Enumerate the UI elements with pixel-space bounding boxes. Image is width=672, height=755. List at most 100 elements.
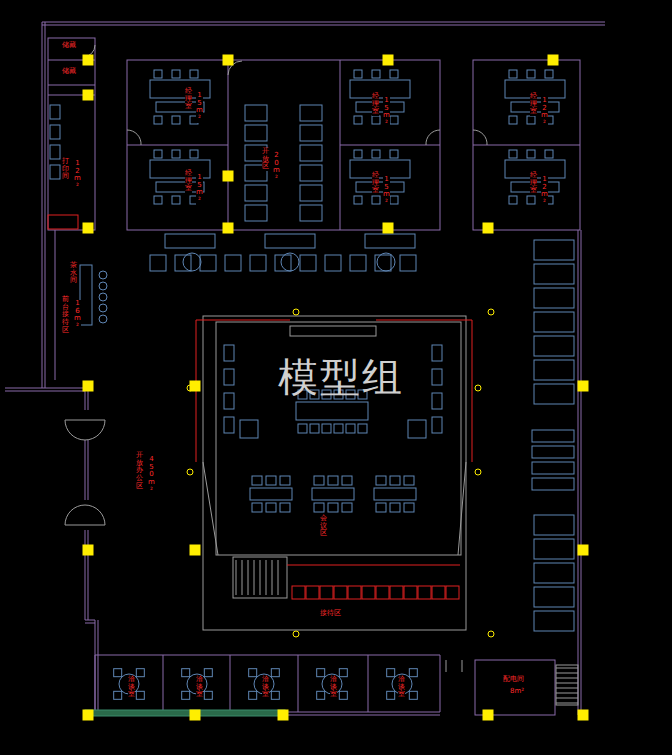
- display-cabinet: [418, 586, 431, 599]
- room: [475, 660, 555, 715]
- stool: [99, 315, 107, 323]
- chair: [527, 196, 535, 204]
- chair: [154, 150, 162, 158]
- chair: [390, 503, 400, 512]
- column-marker: [488, 309, 494, 315]
- display-cabinet: [446, 586, 459, 599]
- armchair: [240, 420, 258, 438]
- chair: [354, 196, 362, 204]
- display-cabinet: [292, 586, 305, 599]
- stair-step: [236, 560, 237, 595]
- stair-step: [278, 560, 279, 595]
- display-cabinet: [432, 586, 445, 599]
- column: [383, 55, 393, 65]
- room-label: 经理室: [530, 93, 537, 116]
- door: [127, 130, 141, 145]
- column-marker: [187, 469, 193, 475]
- room-label: 经理室: [185, 170, 192, 193]
- wall: [85, 440, 86, 500]
- chair: [310, 424, 319, 433]
- sofa: [534, 384, 574, 404]
- column: [190, 710, 200, 720]
- printer: [50, 105, 60, 119]
- wall: [98, 620, 99, 712]
- chair: [358, 424, 367, 433]
- chair: [266, 476, 276, 485]
- door: [65, 420, 105, 440]
- round-table: [377, 253, 395, 271]
- chair: [154, 196, 162, 204]
- chair: [317, 691, 325, 699]
- lounge-chair: [275, 255, 291, 271]
- column: [578, 545, 588, 555]
- wall: [95, 655, 440, 656]
- room-label: 开放区: [262, 148, 269, 171]
- wall: [127, 145, 228, 146]
- chair: [317, 669, 325, 677]
- column: [83, 381, 93, 391]
- sofa: [534, 539, 574, 559]
- chair: [390, 196, 398, 204]
- sofa: [534, 360, 574, 380]
- column-marker: [475, 385, 481, 391]
- chair: [314, 476, 324, 485]
- room-label: 会议区: [320, 515, 327, 538]
- column-marker: [293, 631, 299, 637]
- desk: [350, 160, 410, 178]
- chair: [252, 476, 262, 485]
- room-label: 经理室: [372, 172, 379, 195]
- wall: [42, 22, 43, 388]
- sofa: [224, 417, 234, 433]
- printer: [50, 145, 60, 159]
- chair: [354, 150, 362, 158]
- room-label: 前台接待区: [62, 296, 69, 334]
- door: [65, 505, 105, 525]
- sofa: [534, 264, 574, 284]
- chair: [172, 196, 180, 204]
- wall: [473, 145, 580, 146]
- column: [578, 710, 588, 720]
- table: [250, 488, 292, 500]
- sofa: [534, 563, 574, 583]
- stair-step: [242, 560, 243, 595]
- wall: [85, 623, 95, 624]
- chair: [342, 476, 352, 485]
- chair: [372, 116, 380, 124]
- lounge-chair: [225, 255, 241, 271]
- column: [578, 381, 588, 391]
- workstation: [245, 185, 267, 201]
- room-label: 茶水间: [70, 262, 77, 285]
- workstation: [300, 145, 322, 161]
- wall: [440, 655, 441, 712]
- lounge-chair: [250, 255, 266, 271]
- chair: [372, 196, 380, 204]
- chair: [190, 70, 198, 78]
- wall: [163, 655, 164, 712]
- wall: [85, 620, 95, 621]
- sofa: [224, 393, 234, 409]
- column: [223, 223, 233, 233]
- column: [190, 545, 200, 555]
- room-label: 储藏: [62, 42, 76, 50]
- wall: [5, 388, 85, 389]
- chair: [409, 691, 417, 699]
- column: [83, 90, 93, 100]
- room-label: 洽谈室: [196, 676, 203, 699]
- wall: [88, 440, 89, 500]
- workstation: [245, 125, 267, 141]
- chair: [390, 70, 398, 78]
- chair: [190, 150, 198, 158]
- desk: [532, 478, 574, 490]
- wall: [95, 655, 96, 712]
- stair-step: [260, 560, 261, 595]
- printer: [50, 125, 60, 139]
- lounge-chair: [350, 255, 366, 271]
- room: [48, 38, 95, 230]
- desk: [356, 102, 404, 112]
- partition: [290, 326, 376, 336]
- wall: [85, 530, 86, 620]
- lounge-chair: [400, 255, 416, 271]
- sofa: [265, 234, 315, 248]
- room-label: 15m²: [196, 174, 203, 205]
- zone-inner: [216, 322, 461, 555]
